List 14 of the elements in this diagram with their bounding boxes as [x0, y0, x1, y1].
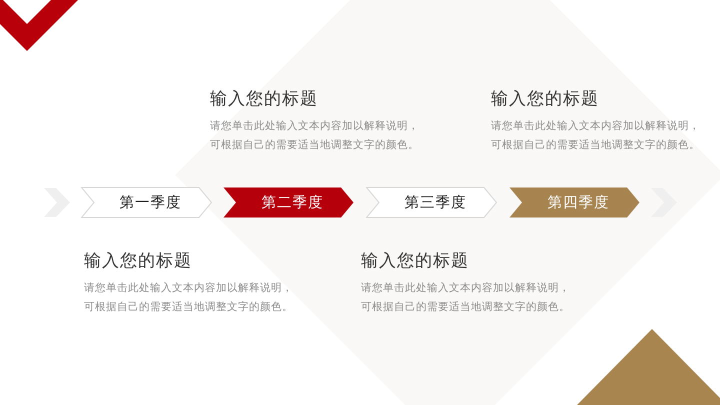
description-text: 请您单击此处输入文本内容加以解释说明，可根据自己的需要适当地调整文字的颜色。 [210, 118, 420, 152]
chevron-step [366, 187, 497, 218]
title-text: 输入您的标题 [84, 251, 192, 271]
description-text: 请您单击此处输入文本内容加以解释说明，可根据自己的需要适当地调整文字的颜色。 [491, 118, 701, 152]
description-text: 请您单击此处输入文本内容加以解释说明，可根据自己的需要适当地调整文字的颜色。 [84, 280, 294, 314]
step-label: 第三季度 [404, 194, 466, 212]
chevron-step [81, 187, 212, 218]
step-label: 第四季度 [547, 194, 610, 212]
title-text: 输入您的标题 [361, 251, 469, 271]
step-label: 第一季度 [119, 194, 182, 212]
title-text: 输入您的标题 [491, 89, 599, 109]
title-text: 输入您的标题 [210, 89, 318, 109]
step-label: 第二季度 [261, 194, 324, 212]
description-text: 请您单击此处输入文本内容加以解释说明，可根据自己的需要适当地调整文字的颜色。 [361, 280, 571, 314]
